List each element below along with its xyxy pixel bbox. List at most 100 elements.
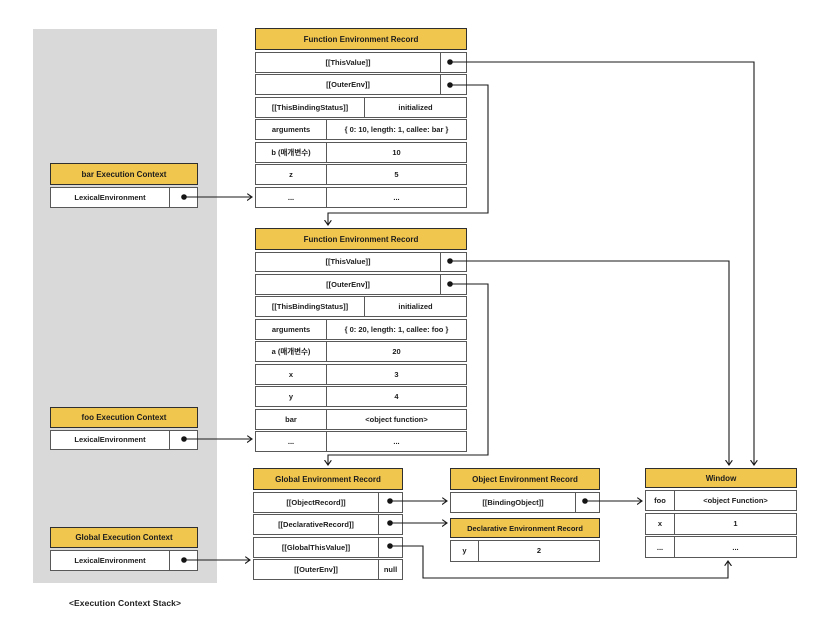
global-lexical-environment-label: LexicalEnvironment xyxy=(74,555,146,565)
fer-foo-x-key: x xyxy=(288,369,294,379)
fer-bar-outer-env-row: [[OuterEnv]] xyxy=(255,74,467,96)
der-title: Declarative Environment Record xyxy=(450,518,600,538)
fer-foo-param-key: a (매개변수) xyxy=(271,347,311,357)
fer-foo-ellipsis-key: ... xyxy=(287,436,295,446)
ger-global-this-value-label: [[GlobalThisValue]] xyxy=(281,542,351,552)
execution-context-stack-panel xyxy=(33,29,217,583)
execution-context-stack-label: <Execution Context Stack> xyxy=(68,598,182,608)
ger-global-this-value-pointer-cell xyxy=(378,537,402,557)
fer-foo-param-val: 20 xyxy=(326,342,466,362)
window-ellipsis-row: ... ... xyxy=(645,536,797,558)
bar-lexical-environment-pointer-cell xyxy=(169,187,197,207)
fer-bar-outer-env-pointer-cell xyxy=(440,75,466,95)
fer-foo-outer-env-pointer-cell xyxy=(440,274,466,294)
fer-foo-this-value-pointer-cell xyxy=(440,252,466,272)
fer-bar-arguments-val: { 0: 10, length: 1, callee: bar } xyxy=(326,120,466,140)
foo-lexical-environment-row: LexicalEnvironment xyxy=(50,429,198,450)
fer-foo-bar-val: <object function> xyxy=(326,409,466,429)
window-ellipsis-val: ... xyxy=(674,537,796,557)
bar-lexical-environment-label: LexicalEnvironment xyxy=(74,192,146,202)
fer-foo-bar-key: bar xyxy=(285,414,297,424)
foo-execution-context-title: foo Execution Context xyxy=(50,407,198,428)
fer-foo-outer-env-row: [[OuterEnv]] xyxy=(255,273,467,295)
fer-foo-param-row: a (매개변수) 20 xyxy=(255,341,467,363)
fer-bar-z-val: 5 xyxy=(326,165,466,185)
fer-foo-arguments-key: arguments xyxy=(271,324,311,334)
oer-binding-object-pointer-cell xyxy=(575,492,599,512)
fer-bar-z-key: z xyxy=(289,170,293,180)
foo-lexical-environment-label: LexicalEnvironment xyxy=(74,435,146,445)
fer-foo-title: Function Environment Record xyxy=(255,228,467,250)
fer-bar-binding-status-key: [[ThisBindingStatus]] xyxy=(271,102,349,112)
fer-bar-z-row: z 5 xyxy=(255,164,467,186)
oer-binding-object-row: [[BindingObject]] xyxy=(450,491,600,513)
global-environment-record: Global Environment Record [[ObjectRecord… xyxy=(253,468,403,580)
fer-bar-outer-env-label: [[OuterEnv]] xyxy=(326,80,370,90)
fer-foo-binding-status-val: initialized xyxy=(364,297,466,317)
global-lexical-environment-row: LexicalEnvironment xyxy=(50,549,198,571)
oer-title: Object Environment Record xyxy=(450,468,600,490)
window-x-row: x 1 xyxy=(645,512,797,535)
window-x-val: 1 xyxy=(674,513,796,534)
fer-foo-bar-row: bar <object function> xyxy=(255,408,467,430)
ger-object-record-pointer-cell xyxy=(378,492,402,512)
fer-foo-arguments-val: { 0: 20, length: 1, callee: foo } xyxy=(326,319,466,339)
ger-outer-env-row: [[OuterEnv]] null xyxy=(253,559,403,580)
der-y-key: y xyxy=(462,546,467,556)
fer-foo-y-row: y 4 xyxy=(255,386,467,408)
der-y-row: y 2 xyxy=(450,539,600,562)
fer-bar-param-key: b (매개변수) xyxy=(271,147,311,157)
ger-title: Global Environment Record xyxy=(253,468,403,490)
fer-foo-this-value-label: [[ThisValue]] xyxy=(325,257,371,267)
global-execution-context-title: Global Execution Context xyxy=(50,527,198,548)
der-y-val: 2 xyxy=(478,540,599,561)
fer-foo-ellipsis-row: ... ... xyxy=(255,431,467,452)
global-lexical-environment-pointer-cell xyxy=(169,550,197,570)
fer-bar-this-value-row: [[ThisValue]] xyxy=(255,51,467,73)
fer-foo-x-val: 3 xyxy=(326,364,466,384)
function-environment-record-foo: Function Environment Record [[ThisValue]… xyxy=(255,228,467,452)
fer-bar-title: Function Environment Record xyxy=(255,28,467,50)
fer-bar-this-value-label: [[ThisValue]] xyxy=(325,57,371,67)
fer-foo-binding-status-row: [[ThisBindingStatus]] initialized xyxy=(255,296,467,318)
arrow-fer-foo-thisvalue-to-window xyxy=(450,260,729,465)
ger-declarative-record-label: [[DeclarativeRecord]] xyxy=(278,520,354,529)
ger-declarative-record-row: [[DeclarativeRecord]] xyxy=(253,514,403,535)
fer-bar-param-row: b (매개변수) 10 xyxy=(255,141,467,163)
fer-bar-ellipsis-row: ... ... xyxy=(255,186,467,209)
window-title: Window xyxy=(645,468,797,488)
fer-bar-ellipsis-key: ... xyxy=(287,193,295,202)
ger-object-record-label: [[ObjectRecord]] xyxy=(286,497,346,507)
fer-foo-outer-env-label: [[OuterEnv]] xyxy=(326,279,370,289)
fer-bar-binding-status-row: [[ThisBindingStatus]] initialized xyxy=(255,96,467,118)
bar-execution-context-box: bar Execution Context LexicalEnvironment xyxy=(50,163,198,208)
window-x-key: x xyxy=(657,519,663,529)
fer-foo-y-key: y xyxy=(288,392,294,402)
window-foo-val: <object Function> xyxy=(674,490,796,511)
fer-bar-binding-status-val: initialized xyxy=(364,97,466,117)
function-environment-record-bar: Function Environment Record [[ThisValue]… xyxy=(255,28,467,209)
fer-bar-arguments-key: arguments xyxy=(271,125,311,135)
fer-foo-binding-status-key: [[ThisBindingStatus]] xyxy=(271,302,349,312)
ger-outer-env-key: [[OuterEnv]] xyxy=(294,565,338,574)
ger-declarative-record-pointer-cell xyxy=(378,515,402,534)
foo-lexical-environment-pointer-cell xyxy=(169,430,197,449)
fer-bar-arguments-row: arguments { 0: 10, length: 1, callee: ba… xyxy=(255,119,467,141)
fer-foo-ellipsis-val: ... xyxy=(326,432,466,451)
global-execution-context-box: Global Execution Context LexicalEnvironm… xyxy=(50,527,198,571)
window-object-table: Window foo <object Function> x 1 ... ... xyxy=(645,468,797,558)
object-environment-record: Object Environment Record [[BindingObjec… xyxy=(450,468,600,513)
fer-bar-this-value-pointer-cell xyxy=(440,52,466,72)
ger-global-this-value-row: [[GlobalThisValue]] xyxy=(253,536,403,558)
fer-bar-param-val: 10 xyxy=(326,142,466,162)
window-foo-row: foo <object Function> xyxy=(645,489,797,512)
fer-foo-arguments-row: arguments { 0: 20, length: 1, callee: fo… xyxy=(255,318,467,340)
bar-execution-context-title: bar Execution Context xyxy=(50,163,198,185)
foo-execution-context-box: foo Execution Context LexicalEnvironment xyxy=(50,407,198,450)
ger-object-record-row: [[ObjectRecord]] xyxy=(253,491,403,513)
declarative-environment-record: Declarative Environment Record y 2 xyxy=(450,518,600,562)
window-foo-key: foo xyxy=(654,495,666,505)
fer-foo-y-val: 4 xyxy=(326,387,466,407)
fer-bar-ellipsis-val: ... xyxy=(326,187,466,208)
